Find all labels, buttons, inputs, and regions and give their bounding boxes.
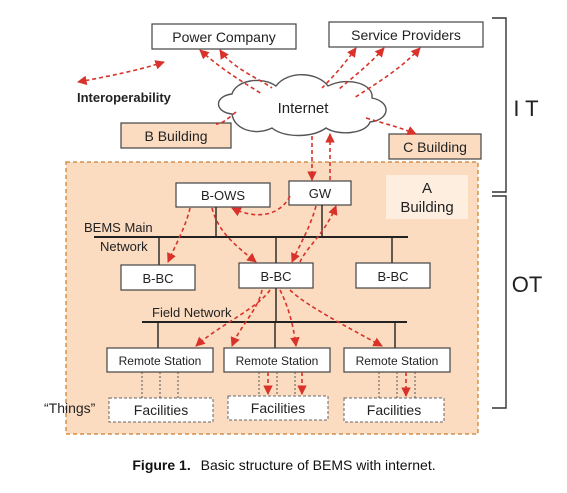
- internet-label: Internet: [278, 100, 330, 117]
- b-building-label: B Building: [144, 128, 207, 144]
- bems-main-network-label-line2: Network: [100, 239, 148, 254]
- b-bc-right-label: B-BC: [377, 269, 408, 284]
- service-providers-label: Service Providers: [351, 27, 461, 43]
- facilities-3-node: Facilities: [343, 397, 445, 423]
- station-facility-links: [141, 372, 416, 398]
- bems-main-network-label-line1: BEMS Main: [84, 220, 153, 235]
- field-network-label: Field Network: [152, 305, 232, 320]
- remote-station-1-node: Remote Station: [106, 347, 214, 373]
- b-bc-right-node: B-BC: [355, 262, 431, 289]
- a-building-label-line1: A: [422, 180, 432, 197]
- it-bracket: [492, 17, 507, 193]
- interoperability-flows: [77, 47, 421, 397]
- a-building-label-line2: Building: [400, 199, 453, 216]
- internet-cloud: Internet: [217, 74, 387, 137]
- b-bc-center-node: B-BC: [238, 262, 314, 289]
- power-company-label: Power Company: [172, 29, 276, 45]
- remote-station-3-node: Remote Station: [343, 347, 451, 373]
- c-building-node: C Building: [388, 133, 482, 160]
- gw-node: GW: [288, 180, 352, 206]
- b-ows-node: B-OWS: [175, 182, 271, 208]
- b-bc-left-node: B-BC: [120, 264, 196, 291]
- b-bc-center-label: B-BC: [260, 269, 291, 284]
- facilities-1-label: Facilities: [134, 402, 188, 418]
- things-label: “Things”: [44, 400, 96, 416]
- facilities-2-node: Facilities: [227, 395, 329, 421]
- figure-caption-label: Figure 1.: [132, 457, 190, 473]
- figure-caption-text: Basic structure of BEMS with internet.: [201, 457, 436, 473]
- ot-bracket: [492, 195, 507, 409]
- ot-label: OT: [512, 272, 543, 297]
- facilities-2-label: Facilities: [251, 400, 305, 416]
- interoperability-label: Interoperability: [77, 90, 172, 105]
- c-building-label: C Building: [403, 139, 467, 155]
- power-company-node: Power Company: [151, 23, 297, 50]
- gw-label: GW: [309, 186, 332, 201]
- it-label: I T: [513, 96, 538, 121]
- b-bc-left-label: B-BC: [142, 271, 173, 286]
- b-building-node: B Building: [120, 122, 232, 149]
- facilities-1-node: Facilities: [108, 397, 214, 423]
- a-building-label-box: [386, 175, 468, 219]
- remote-station-1-label: Remote Station: [119, 354, 202, 368]
- b-ows-label: B-OWS: [201, 188, 245, 203]
- figure-caption: Figure 1. Basic structure of BEMS with i…: [132, 457, 435, 473]
- service-providers-node: Service Providers: [328, 21, 484, 48]
- facilities-3-label: Facilities: [367, 402, 421, 418]
- remote-station-3-label: Remote Station: [356, 354, 439, 368]
- remote-station-2-label: Remote Station: [236, 354, 319, 368]
- remote-station-2-node: Remote Station: [223, 347, 331, 373]
